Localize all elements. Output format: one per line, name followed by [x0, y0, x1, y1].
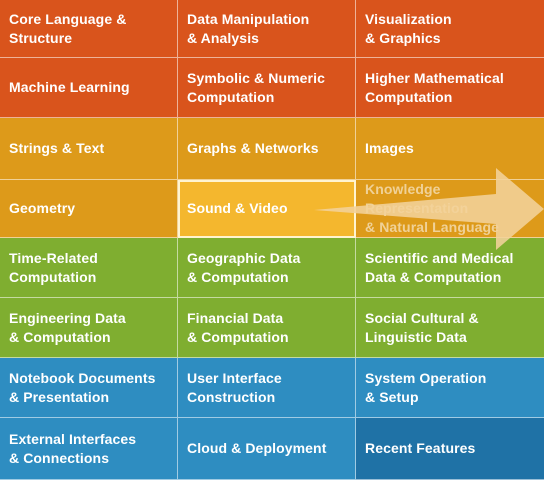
tile-visualization-graphics[interactable]: Visualization & Graphics: [356, 0, 544, 58]
tile-higher-mathematical-computation[interactable]: Higher Mathematical Computation: [356, 58, 544, 118]
tile-geographic-data[interactable]: Geographic Data & Computation: [178, 238, 356, 298]
tile-time-related-computation[interactable]: Time-Related Computation: [0, 238, 178, 298]
tile-images[interactable]: Images: [356, 118, 544, 180]
tile-external-interfaces[interactable]: External Interfaces & Connections: [0, 418, 178, 480]
tile-core-language-structure[interactable]: Core Language & Structure: [0, 0, 178, 58]
tile-system-operation-setup[interactable]: System Operation & Setup: [356, 358, 544, 418]
tile-cloud-deployment[interactable]: Cloud & Deployment: [178, 418, 356, 480]
tile-engineering-data[interactable]: Engineering Data & Computation: [0, 298, 178, 358]
tile-sound-video[interactable]: Sound & Video: [178, 180, 356, 238]
tile-scientific-medical-data[interactable]: Scientific and Medical Data & Computatio…: [356, 238, 544, 298]
tile-knowledge-representation[interactable]: Knowledge Representation & Natural Langu…: [356, 180, 544, 238]
tile-recent-features[interactable]: Recent Features: [356, 418, 544, 480]
tile-graphs-networks[interactable]: Graphs & Networks: [178, 118, 356, 180]
tile-notebook-documents[interactable]: Notebook Documents & Presentation: [0, 358, 178, 418]
tile-symbolic-numeric-computation[interactable]: Symbolic & Numeric Computation: [178, 58, 356, 118]
tile-user-interface-construction[interactable]: User Interface Construction: [178, 358, 356, 418]
tile-data-manipulation-analysis[interactable]: Data Manipulation & Analysis: [178, 0, 356, 58]
tile-geometry[interactable]: Geometry: [0, 180, 178, 238]
tile-machine-learning[interactable]: Machine Learning: [0, 58, 178, 118]
tile-strings-text[interactable]: Strings & Text: [0, 118, 178, 180]
tile-financial-data[interactable]: Financial Data & Computation: [178, 298, 356, 358]
tile-social-cultural-linguistic-data[interactable]: Social Cultural & Linguistic Data: [356, 298, 544, 358]
